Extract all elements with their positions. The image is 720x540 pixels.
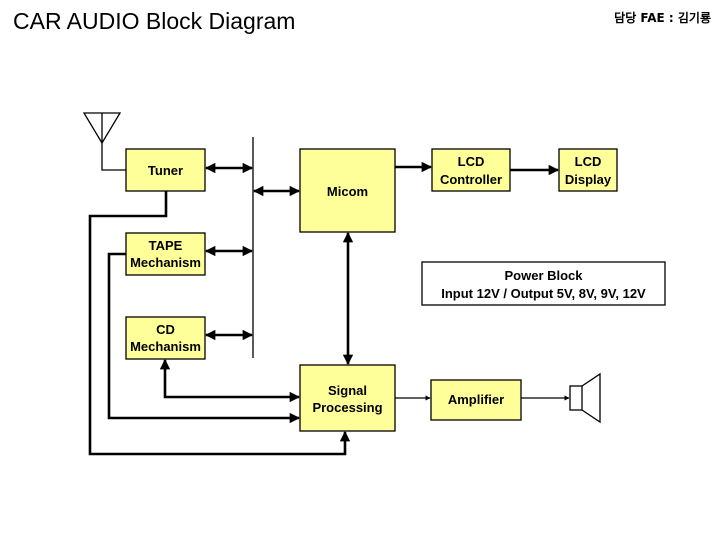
author-label: 담당 FAE : 김기룡	[614, 11, 711, 25]
cd-label-line1: CD	[156, 322, 175, 337]
tuner-signal-connector	[88, 191, 351, 456]
micom-block[interactable]: Micom	[299, 148, 396, 233]
power-block-title: Power Block	[504, 268, 583, 283]
power-block[interactable]: Power Block Input 12V / Output 5V, 8V, 9…	[421, 261, 666, 306]
lcd-display-block[interactable]: LCD Display	[558, 148, 618, 192]
lcd-controller-block[interactable]: LCD Controller	[431, 148, 511, 192]
cd-label-line2: Mechanism	[130, 339, 201, 354]
cd-signal-connector	[159, 358, 301, 403]
micom-label: Micom	[327, 184, 368, 199]
power-block-spec: Input 12V / Output 5V, 8V, 9V, 12V	[441, 286, 646, 301]
page-title: CAR AUDIO Block Diagram	[13, 8, 296, 34]
lcd-display-label-line1: LCD	[575, 154, 602, 169]
tuner-block[interactable]: Tuner	[125, 148, 206, 192]
tape-signal-connector	[107, 252, 301, 424]
tape-block[interactable]: TAPE Mechanism	[125, 232, 206, 276]
amplifier-block[interactable]: Amplifier	[430, 379, 522, 421]
amplifier-label: Amplifier	[448, 392, 504, 407]
signal-processing-block[interactable]: Signal Processing	[299, 364, 396, 432]
tape-label-line2: Mechanism	[130, 255, 201, 270]
lcd-display-label-line2: Display	[565, 172, 612, 187]
antenna-icon	[82, 112, 126, 171]
signal-processing-label-line1: Signal	[328, 383, 367, 398]
tuner-label: Tuner	[148, 163, 183, 178]
lcd-controller-label-line1: LCD	[458, 154, 485, 169]
signal-processing-label-line2: Processing	[312, 400, 382, 415]
lcd-controller-label-line2: Controller	[440, 172, 502, 187]
cd-block[interactable]: CD Mechanism	[125, 316, 206, 360]
tape-label-line1: TAPE	[149, 238, 183, 253]
speaker-icon	[569, 372, 601, 424]
